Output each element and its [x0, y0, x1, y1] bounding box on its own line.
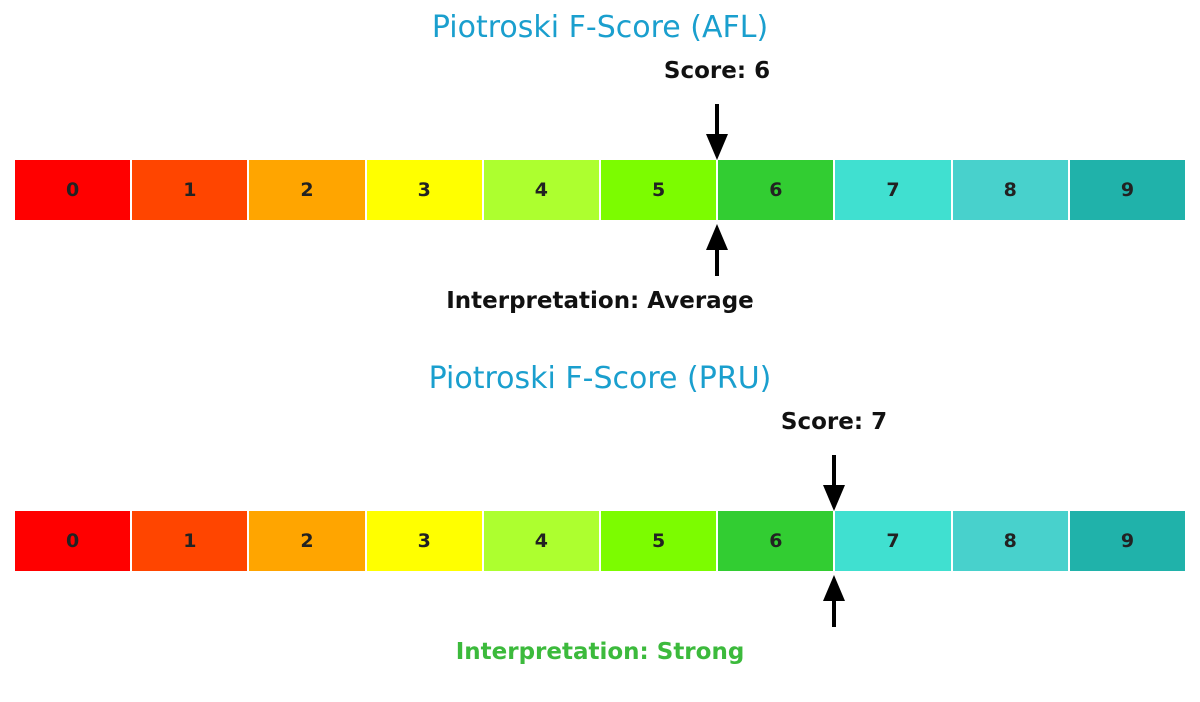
- chart-title: Piotroski F-Score (AFL): [431, 10, 769, 45]
- score-cell-9: 9: [1069, 160, 1186, 220]
- score-label: Score: 7: [780, 409, 888, 435]
- chart-title: Piotroski F-Score (PRU): [428, 361, 772, 396]
- score-cell-6: 6: [718, 160, 836, 220]
- score-cell-5: 5: [601, 511, 719, 571]
- interpretation-label: Interpretation: Average: [446, 288, 754, 314]
- score-cell-4: 4: [483, 511, 602, 571]
- score-up-arrow-icon: [706, 224, 728, 276]
- score-cell-3: 3: [366, 511, 484, 571]
- score-down-arrow-icon: [823, 455, 845, 511]
- score-cell-5: 5: [601, 160, 719, 220]
- score-cell-3: 3: [366, 160, 484, 220]
- score-cell-8: 8: [952, 511, 1070, 571]
- score-cell-7: 7: [835, 160, 953, 220]
- score-cell-1: 1: [132, 511, 250, 571]
- score-cell-0: 0: [15, 511, 133, 571]
- score-cell-0: 0: [15, 160, 133, 220]
- score-cell-9: 9: [1069, 511, 1186, 571]
- score-cell-8: 8: [952, 160, 1070, 220]
- score-cell-2: 2: [249, 511, 367, 571]
- score-up-arrow-icon: [823, 575, 845, 627]
- interpretation-label: Interpretation: Strong: [455, 639, 745, 665]
- score-cell-6: 6: [718, 511, 836, 571]
- score-cell-4: 4: [483, 160, 602, 220]
- score-cell-2: 2: [249, 160, 367, 220]
- score-cell-7: 7: [835, 511, 953, 571]
- score-cell-1: 1: [132, 160, 250, 220]
- score-down-arrow-icon: [706, 104, 728, 160]
- score-label: Score: 6: [663, 58, 771, 84]
